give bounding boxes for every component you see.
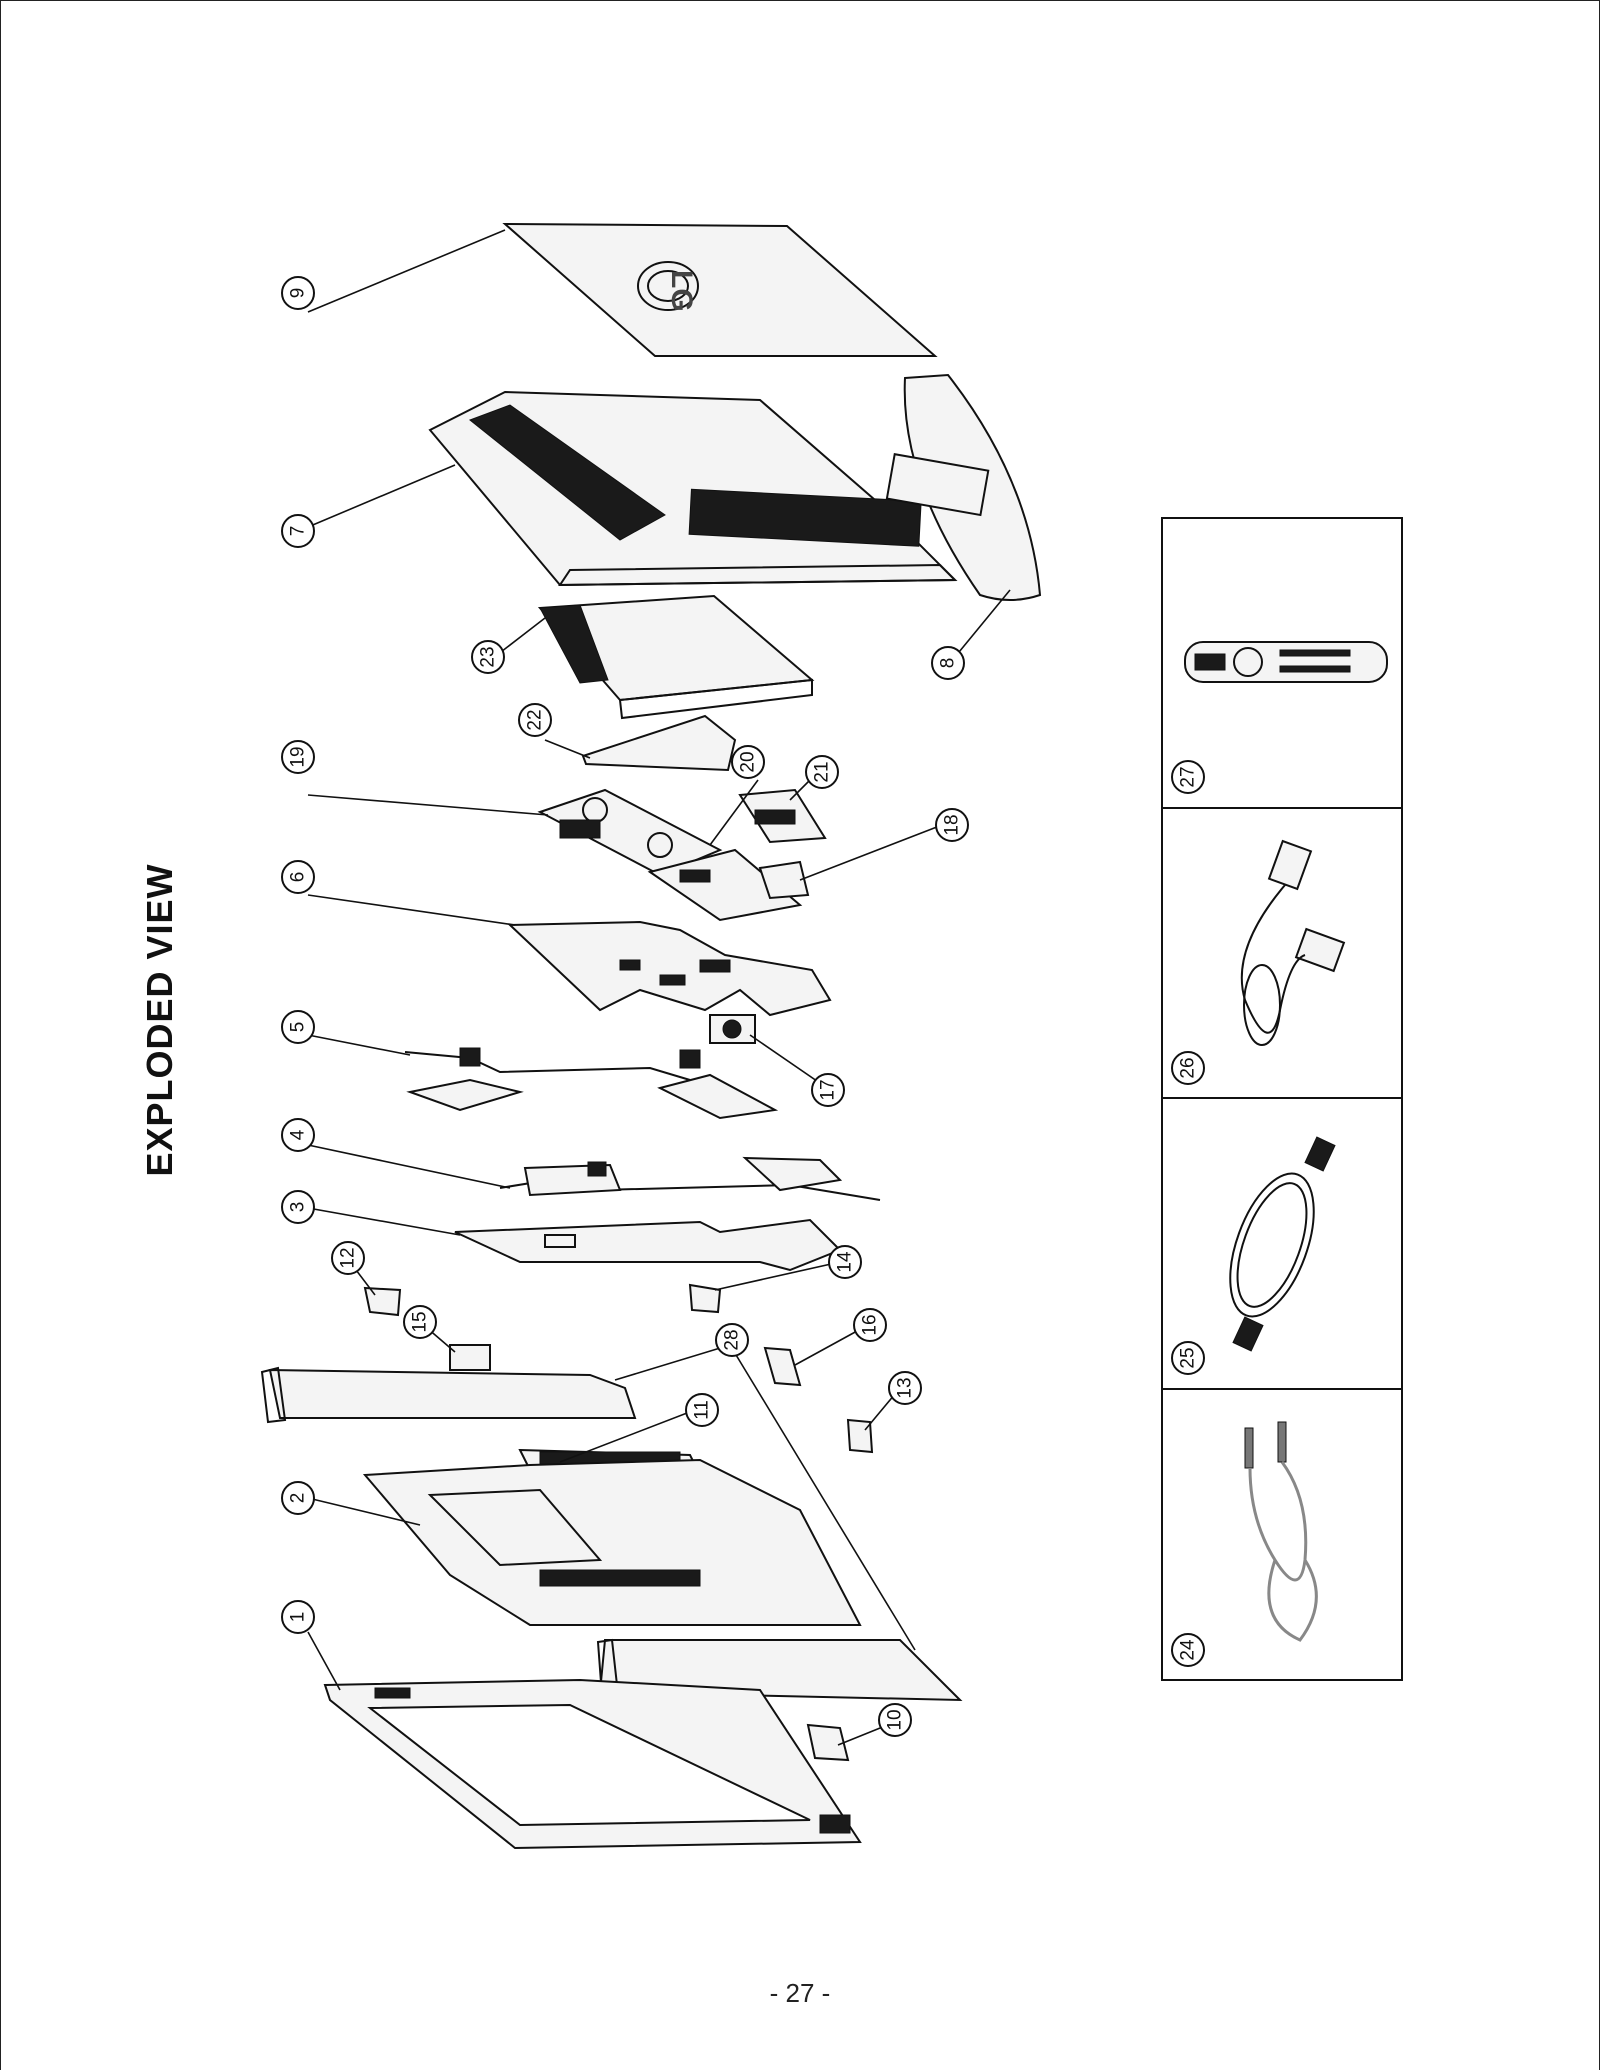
svg-text:10: 10 [885,1709,906,1730]
callout-11: 11 [685,1393,719,1427]
callout-1: 1 [281,1600,315,1634]
part-speaker-upper [260,1366,637,1424]
svg-text:27: 27 [1178,766,1199,787]
callout-9: 9 [281,276,315,310]
callout-14: 14 [828,1245,862,1279]
svg-text:15: 15 [410,1311,431,1332]
svg-text:23: 23 [478,646,499,667]
callout-18: 18 [935,808,969,842]
callout-3: 3 [281,1190,315,1224]
callout-26: 26 [1171,1051,1205,1085]
part-shield-box [537,594,815,720]
callout-21: 21 [805,755,839,789]
modem-cable-illustration [1229,1136,1336,1352]
callout-13: 13 [888,1371,922,1405]
svg-text:6: 6 [288,872,309,883]
callout-12: 12 [331,1241,365,1275]
accessory-panel: 27 26 25 [1161,517,1403,1681]
svg-text:7: 7 [288,526,309,537]
svg-text:19: 19 [288,746,309,767]
part-sub-board [647,848,803,922]
callout-8: 8 [931,646,965,680]
part-lcd-module [362,1458,862,1626]
svg-text:3: 3 [288,1202,309,1213]
callout-4: 4 [281,1118,315,1152]
remote-control-illustration [1184,641,1388,683]
svg-text:21: 21 [812,761,833,782]
part-fan [709,1014,756,1044]
callout-16: 16 [853,1308,887,1342]
svg-text:20: 20 [738,751,759,772]
svg-text:11: 11 [692,1400,713,1420]
part-clip-15 [449,1344,491,1371]
svg-text:14: 14 [835,1251,856,1273]
part-ground-bracket [499,1156,881,1201]
svg-text:17: 17 [818,1079,839,1100]
part-clip-12 [363,1286,402,1317]
svg-text:25: 25 [1178,1347,1199,1368]
callout-22: 22 [518,703,552,737]
brand-logo-text: LG [665,270,698,312]
svg-text:24: 24 [1178,1639,1199,1661]
svg-text:1: 1 [288,1612,309,1623]
callout-10: 10 [878,1703,912,1737]
page-number: - 27 - [769,1978,831,2008]
callout-17: 17 [811,1073,845,1107]
svg-text:26: 26 [1178,1057,1199,1078]
audio-cable-illustration [1244,1421,1318,1642]
svg-text:28: 28 [722,1329,743,1350]
callout-19: 19 [281,740,315,774]
part-front-button [806,1723,850,1762]
part-shield-plate [454,1218,842,1272]
part-control-board [758,860,810,900]
svg-text:13: 13 [895,1377,916,1398]
part-front-cabinet [323,1678,862,1850]
svg-text:8: 8 [938,658,959,669]
callout-7: 7 [281,514,315,548]
part-clip-16 [763,1346,802,1387]
callout-24: 24 [1171,1633,1205,1667]
part-cable-harness [404,1047,779,1120]
svg-text:22: 22 [525,709,546,730]
part-clip-14 [688,1283,722,1314]
svg-text:4: 4 [288,1129,309,1140]
callout-5: 5 [281,1010,315,1044]
part-main-board [507,920,832,1017]
part-stand [885,373,1042,601]
callout-28: 28 [715,1323,749,1357]
svg-text:16: 16 [860,1314,881,1335]
dsub-cable-illustration [1240,839,1346,1046]
callout-15: 15 [403,1305,437,1339]
callout-2: 2 [281,1481,315,1515]
callout-25: 25 [1171,1341,1205,1375]
svg-text:2: 2 [288,1493,309,1504]
part-rear-cabinet [428,390,958,587]
part-jack-board [738,788,827,844]
part-back-cover: LG [502,222,938,357]
svg-text:5: 5 [288,1022,309,1033]
callout-20: 20 [731,745,765,779]
callout-23: 23 [471,640,505,674]
part-power-board [537,788,723,877]
callout-27: 27 [1171,760,1205,794]
callout-6: 6 [281,860,315,894]
svg-text:12: 12 [338,1247,359,1268]
svg-text:9: 9 [288,288,309,299]
svg-text:18: 18 [942,814,963,835]
part-bracket [581,714,737,772]
